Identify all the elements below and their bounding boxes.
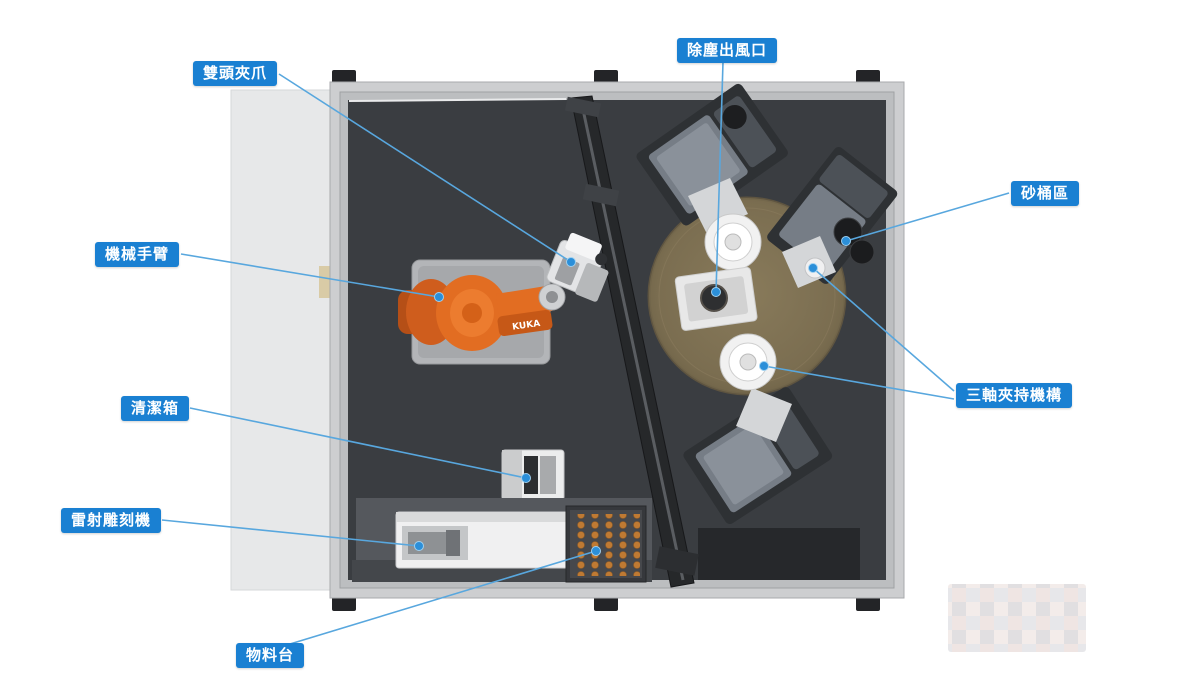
double-gripper-graphic: [546, 232, 609, 302]
station-top: [704, 213, 762, 271]
label-double-head-gripper: 雙頭夾爪: [193, 61, 278, 86]
label-cleaning-box: 清潔箱: [121, 396, 190, 421]
label-sand-bucket-area: 砂桶區: [1011, 181, 1080, 206]
dark-floor-zone: [698, 528, 860, 580]
left-exterior-panel: [230, 89, 346, 591]
label-laser-engraver: 雷射雕刻機: [61, 508, 162, 533]
label-robot-arm: 機械手臂: [95, 242, 180, 267]
clamp-bracket-bottom: [736, 388, 792, 442]
leader-lines: [161, 61, 1010, 645]
robot-brand-text: KUKA: [512, 319, 541, 333]
linear-rail: [564, 95, 699, 588]
watermark-mosaic: [948, 584, 1086, 652]
marker-dots: [414, 236, 851, 556]
label-three-axis-clamp: 三軸夾持機構: [956, 383, 1073, 408]
label-material-table: 物料台: [236, 643, 305, 668]
station-bottom: [719, 333, 777, 391]
robot-arm-graphic: KUKA: [398, 275, 566, 351]
material-tray-graphic: [565, 505, 647, 583]
label-dust-outlet: 除塵出風口: [677, 38, 778, 63]
dust-outlet-fixture: [674, 266, 758, 331]
